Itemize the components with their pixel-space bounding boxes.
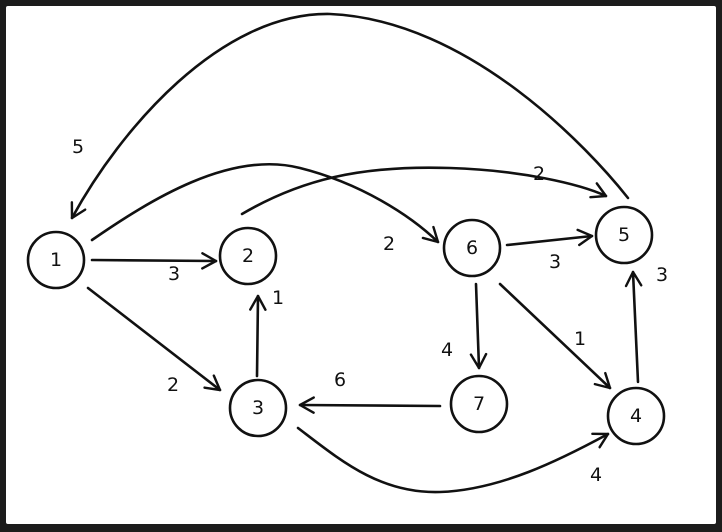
node-4: 4	[606, 386, 666, 446]
edge-weight-2-to-5: 2	[533, 163, 545, 185]
node-6: 6	[442, 218, 502, 278]
node-7-label: 7	[473, 393, 485, 415]
edge-weight-7-to-3: 6	[334, 369, 346, 391]
node-2-label: 2	[242, 245, 254, 267]
edge-7-to-3	[298, 396, 442, 414]
edge-weight-6-to-7: 4	[441, 339, 453, 361]
edge-5-to-1	[70, 12, 630, 220]
node-1-label: 1	[50, 249, 62, 271]
edge-weight-1-to-2: 3	[168, 263, 180, 285]
node-5-label: 5	[618, 224, 630, 246]
edge-6-to-4	[498, 282, 612, 390]
edge-6-to-5	[505, 228, 594, 247]
node-6-label: 6	[466, 237, 478, 259]
node-6-circle	[442, 218, 502, 278]
node-7: 7	[449, 374, 509, 434]
edge-weight-5-to-1: 5	[72, 136, 84, 158]
node-1: 1	[26, 230, 86, 290]
edge-weight-1-to-6: 2	[383, 233, 395, 255]
edge-3-to-4	[296, 426, 610, 494]
node-3-circle	[228, 378, 288, 438]
node-1-circle	[26, 230, 86, 290]
node-5: 5	[594, 205, 654, 265]
node-5-circle	[594, 205, 654, 265]
node-3: 3	[228, 378, 288, 438]
edge-weight-4-to-5: 3	[656, 264, 668, 286]
edge-3-to-2	[249, 294, 267, 378]
edge-weight-3-to-2: 1	[272, 287, 284, 309]
edge-weight-6-to-4: 1	[574, 328, 586, 350]
edge-1-to-6	[90, 162, 440, 244]
edge-weight-1-to-3: 2	[167, 374, 179, 396]
node-4-circle	[606, 386, 666, 446]
node-4-label: 4	[630, 405, 642, 427]
edge-6-to-7	[469, 282, 488, 370]
edge-1-to-2	[90, 252, 218, 270]
node-2: 2	[218, 226, 278, 286]
edge-2-to-5	[240, 166, 608, 216]
edge-weight-6-to-5: 3	[549, 251, 561, 273]
node-3-label: 3	[252, 397, 264, 419]
node-2-circle	[218, 226, 278, 286]
edge-weight-3-to-4: 4	[590, 464, 602, 486]
edge-4-to-5	[624, 270, 643, 384]
node-7-circle	[449, 374, 509, 434]
edge-1-to-3	[86, 286, 222, 392]
